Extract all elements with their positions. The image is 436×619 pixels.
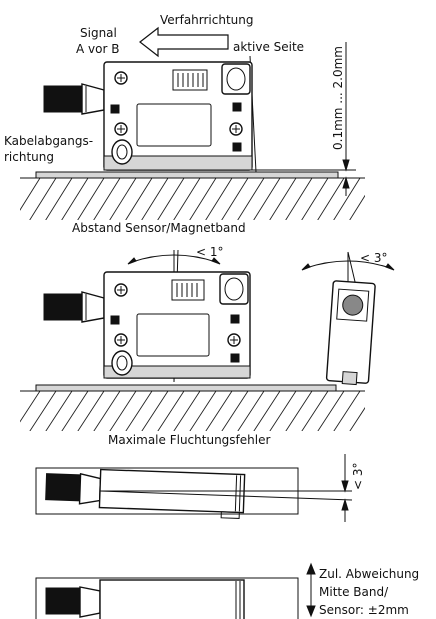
ground-hatch	[20, 178, 365, 220]
top-view-yaw: < 3°	[35, 454, 365, 522]
sensor-front-view	[103, 61, 253, 171]
sensor-front-view-tilted	[103, 271, 251, 379]
caption-alignment: Maximale Fluchtungsfehler	[108, 433, 270, 447]
magnet-tape-2	[35, 384, 337, 392]
distance-section: Verfahrrichtung Signal A vor B aktive Se…	[4, 13, 365, 235]
cable-label-line1: Kabelabgangs-	[4, 134, 93, 148]
deviation-label-line1: Zul. Abweichung	[319, 567, 419, 581]
signal-label-line2: A vor B	[76, 42, 119, 56]
yaw-angle-label: < 3°	[351, 462, 365, 490]
direction-label: Verfahrrichtung	[160, 13, 254, 27]
cable-2	[43, 291, 105, 323]
gap-dimension: 0.1mm ... 2.0mm	[250, 42, 356, 196]
center-deviation: Zul. Abweichung Mitte Band/ Sensor: ±2mm	[35, 562, 419, 619]
pitch-angle-label: < 1°	[196, 245, 224, 259]
deviation-label-line3: Sensor: ±2mm	[319, 603, 409, 617]
direction-arrow	[139, 26, 229, 58]
tape-top-view-2	[35, 577, 299, 619]
deviation-arrow	[306, 562, 316, 618]
gap-dimension-label: 0.1mm ... 2.0mm	[331, 46, 345, 150]
misalignment-section: < 1°	[20, 245, 395, 447]
deviation-label-line2: Mitte Band/	[319, 585, 389, 599]
active-side-label: aktive Seite	[233, 40, 304, 54]
magnet-tape	[35, 171, 339, 179]
roll-angle-label: < 3°	[360, 251, 388, 265]
ground-hatch-2	[20, 391, 365, 431]
cable-label-line2: richtung	[4, 150, 54, 164]
cable	[43, 83, 105, 115]
signal-label-line1: Signal	[80, 26, 117, 40]
caption-distance: Abstand Sensor/Magnetband	[72, 221, 246, 235]
sensor-side-view: < 3°	[301, 251, 395, 386]
